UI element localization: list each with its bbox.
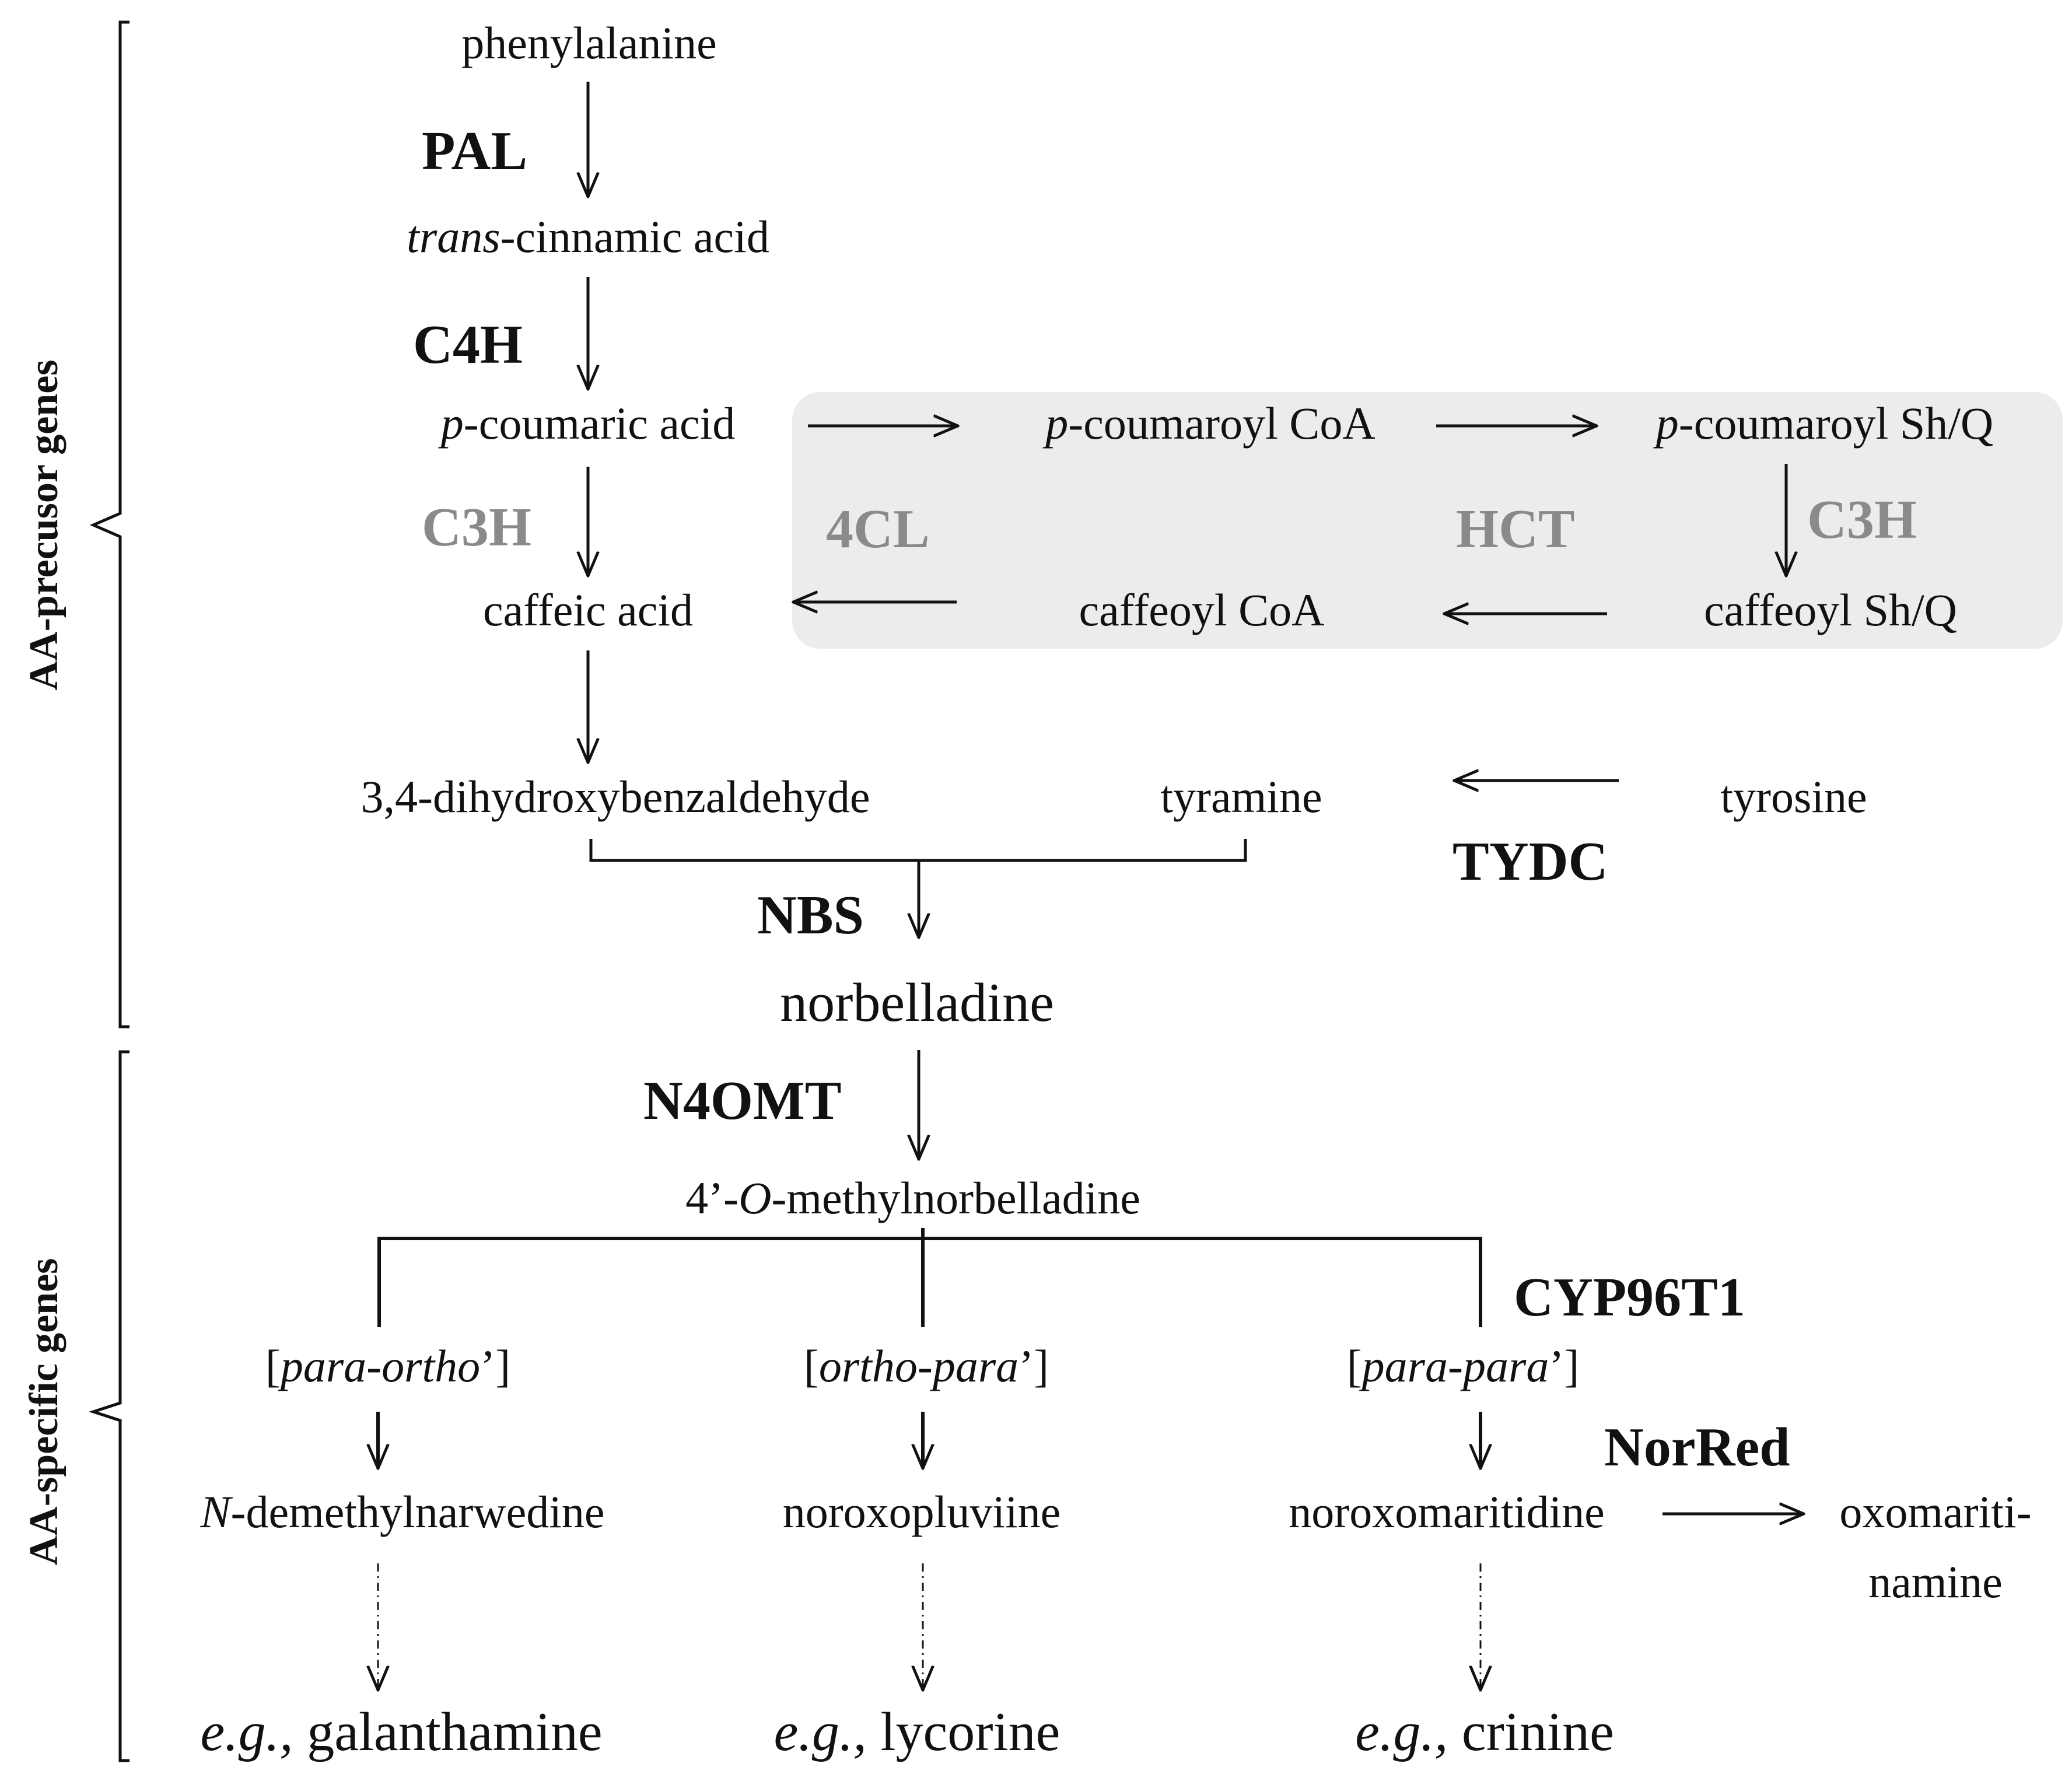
para-para-coupling: [para-para’] bbox=[1347, 1341, 1580, 1391]
methylnorbelladine-label: 4’-O-methylnorbelladine bbox=[685, 1173, 1140, 1223]
para-ortho-coupling: [para-ortho’] bbox=[265, 1341, 510, 1391]
n-demethylnarwedine-label: N-demethylnarwedine bbox=[200, 1486, 604, 1537]
c4h-enzyme: C4H bbox=[413, 314, 523, 375]
tyrosine-label: tyrosine bbox=[1720, 771, 1867, 822]
norred-enzyme: NorRed bbox=[1604, 1417, 1790, 1478]
pal-enzyme: PAL bbox=[422, 121, 527, 181]
fourcl-enzyme: 4CL bbox=[826, 499, 930, 559]
galanthamine-product: e.g., galanthamine bbox=[200, 1702, 602, 1762]
noroxopluviine-label: noroxopluviine bbox=[783, 1486, 1061, 1537]
noroxomaritidine-label: noroxomaritidine bbox=[1289, 1486, 1605, 1537]
caffeoyl-shq-label: caffeoyl Sh/Q bbox=[1704, 585, 1957, 635]
p-coumaric-acid-label: p-coumaric acid bbox=[438, 398, 736, 449]
n4omt-enzyme: N4OMT bbox=[643, 1070, 841, 1131]
precursor-brace bbox=[89, 20, 130, 1028]
dihydroxybenzaldehyde-label: 3,4-dihydroxybenzaldehyde bbox=[361, 771, 870, 822]
ortho-para-coupling: [ortho-para’] bbox=[804, 1341, 1049, 1391]
specific-side-label: AA-specific genes bbox=[22, 1258, 66, 1566]
nbs-enzyme: NBS bbox=[757, 885, 864, 946]
hct-enzyme: HCT bbox=[1456, 499, 1575, 559]
cyp96t1-enzyme: CYP96T1 bbox=[1514, 1267, 1745, 1328]
lycorine-product: e.g., lycorine bbox=[774, 1702, 1060, 1762]
shunt-highlight-box bbox=[792, 392, 2063, 649]
p-coumaroyl-coa-label: p-coumaroyl CoA bbox=[1042, 398, 1375, 449]
condensation-bracket bbox=[589, 839, 1247, 862]
oxomaritinamine-label-line1: oxomariti- bbox=[1839, 1486, 2031, 1537]
caffeoyl-coa-label: caffeoyl CoA bbox=[1079, 585, 1325, 635]
c3h-left-enzyme: C3H bbox=[422, 497, 531, 558]
c3h-right-enzyme: C3H bbox=[1807, 489, 1917, 550]
caffeic-acid-label: caffeic acid bbox=[483, 585, 693, 635]
tydc-enzyme: TYDC bbox=[1452, 831, 1608, 892]
tyramine-label: tyramine bbox=[1160, 771, 1322, 822]
phenylalanine-label: phenylalanine bbox=[461, 18, 717, 68]
norbelladine-label: norbelladine bbox=[780, 972, 1054, 1033]
specific-brace bbox=[88, 1050, 130, 1762]
precursor-side-label: AA-precusor genes bbox=[22, 359, 66, 690]
oxomaritinamine-label-line2: namine bbox=[1868, 1556, 2003, 1607]
cyp96t1-branch bbox=[377, 1237, 1482, 1327]
trans-cinnamic-acid-label: trans-cinnamic acid bbox=[407, 211, 769, 262]
crinine-product: e.g., crinine bbox=[1355, 1702, 1614, 1762]
p-coumaroyl-shq-label: p-coumaroyl Sh/Q bbox=[1653, 398, 1993, 449]
